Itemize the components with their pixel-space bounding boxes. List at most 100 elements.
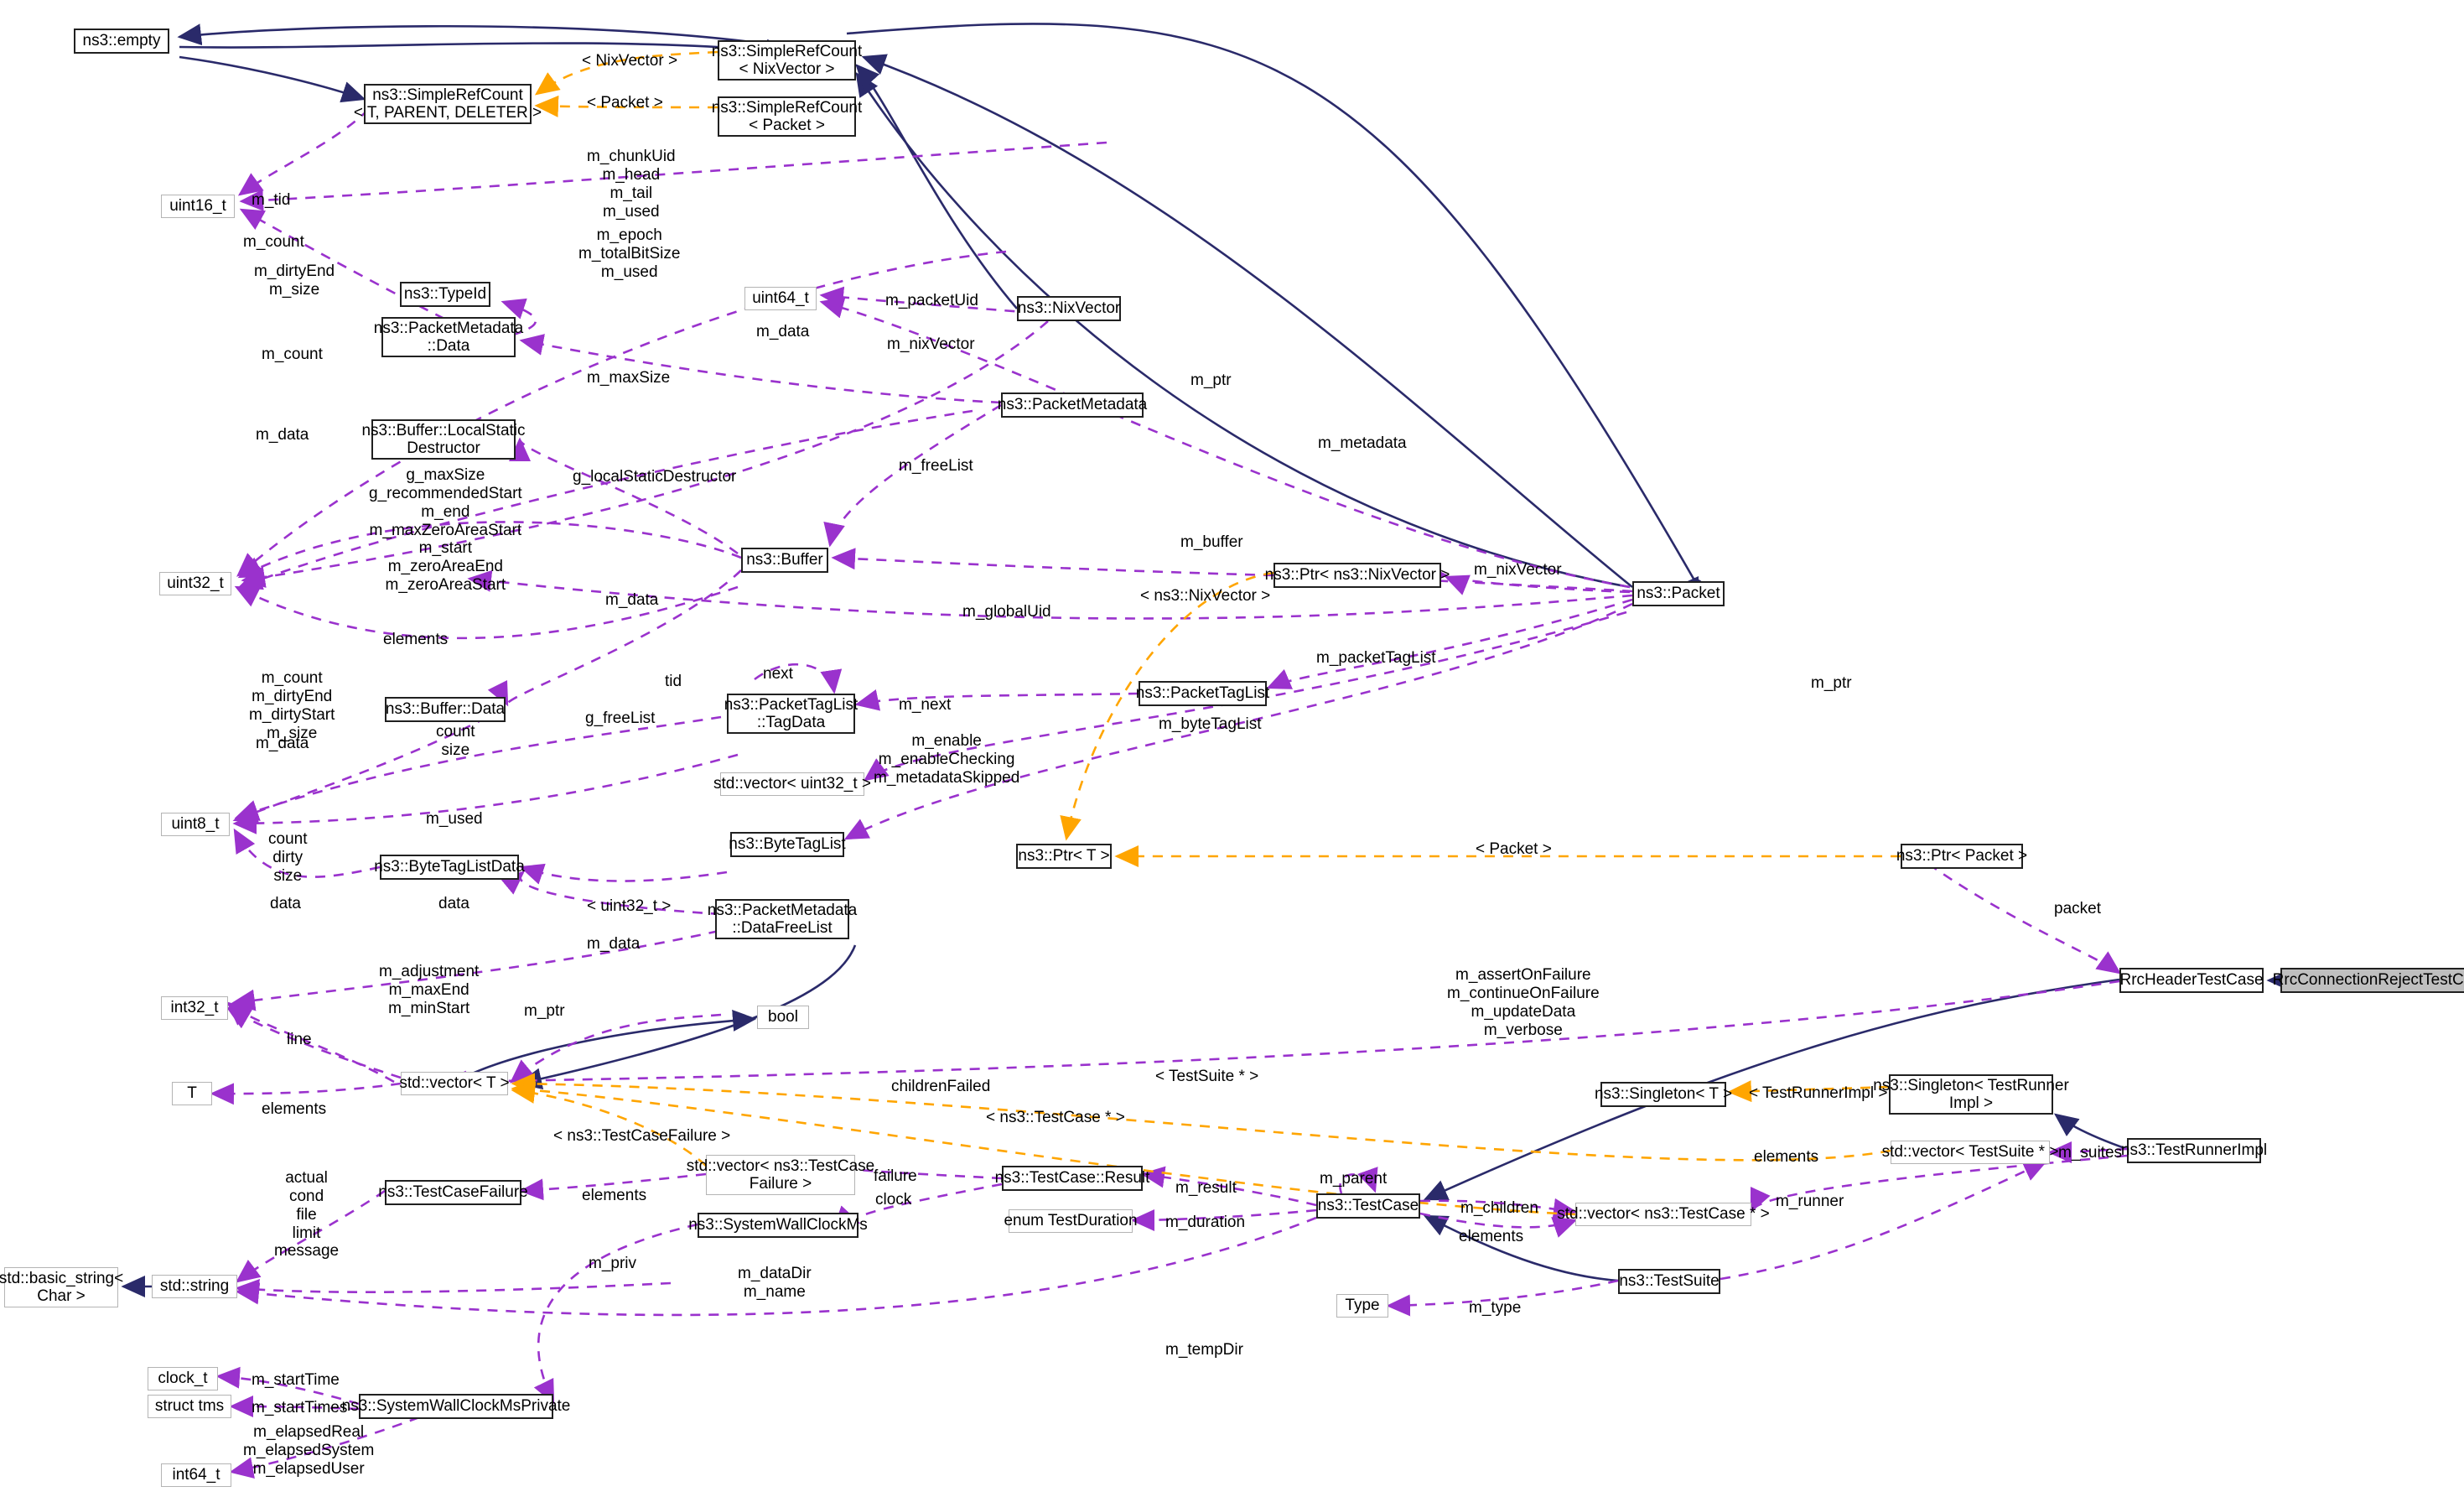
- node-uint64-t[interactable]: uint64_t: [744, 287, 817, 310]
- edge-label-m-ptr-2: m_ptr: [1811, 674, 1852, 692]
- node-label: ns3::PacketMetadata ::Data: [373, 319, 524, 355]
- edge-label-g-freelist: g_freeList: [585, 710, 656, 727]
- node-label: int64_t: [172, 1466, 220, 1484]
- edge-label-m-parent: m_parent: [1320, 1170, 1388, 1188]
- node-ns3-nixvector[interactable]: ns3::NixVector: [1017, 296, 1121, 321]
- node-label: ns3::Ptr< ns3::NixVector >: [1264, 566, 1450, 585]
- node-label: ns3::ByteTagList: [729, 835, 846, 854]
- node-ns3-ptr-packet[interactable]: ns3::Ptr< Packet >: [1896, 844, 2027, 869]
- node-ns3-testcase-result[interactable]: ns3::TestCase::Result: [995, 1166, 1149, 1191]
- node-ns3-bytetaglist[interactable]: ns3::ByteTagList: [729, 832, 846, 857]
- node-std-vector-uint32[interactable]: std::vector< uint32_t >: [713, 772, 871, 796]
- node-bool[interactable]: bool: [757, 1006, 809, 1029]
- node-ns3-packettaglist-tagdata[interactable]: ns3::PacketTagList ::TagData: [724, 694, 858, 734]
- node-label: clock_t: [158, 1370, 208, 1388]
- node-label: ns3::PacketMetadata: [997, 396, 1148, 414]
- edge-label-template-ns3-testcase-ptr: < ns3::TestCase * >: [986, 1109, 1125, 1126]
- node-ns3-singleton-t[interactable]: ns3::Singleton< T >: [1595, 1082, 1732, 1107]
- node-t-template-param[interactable]: T: [172, 1082, 212, 1105]
- edge-label-next: next: [763, 665, 793, 683]
- node-uint16-t[interactable]: uint16_t: [161, 195, 235, 218]
- node-label: ns3::Singleton< T >: [1594, 1085, 1733, 1104]
- node-ns3-testrunnerimpl[interactable]: ns3::TestRunnerImpl: [2121, 1138, 2267, 1163]
- edge-label-m-tid: m_tid: [252, 191, 291, 209]
- edge-label-childrenfailed: childrenFailed: [891, 1078, 991, 1095]
- node-ns3-typeid[interactable]: ns3::TypeId: [400, 282, 490, 307]
- edge-label-m-children: m_children: [1460, 1199, 1538, 1217]
- node-ns3-testcasefailure[interactable]: ns3::TestCaseFailure: [378, 1180, 528, 1205]
- node-ns3-testcase[interactable]: ns3::TestCase: [1316, 1193, 1420, 1219]
- edge-label-elapsed-group: m_elapsedReal m_elapsedSystem m_elapsedU…: [243, 1423, 375, 1478]
- edge-label-template-ns3-testcasefailure: < ns3::TestCaseFailure >: [553, 1127, 731, 1145]
- edge-label-m-duration: m_duration: [1165, 1214, 1246, 1231]
- node-ns3-simplerefcount-packet[interactable]: ns3::SimpleRefCount < Packet >: [712, 96, 862, 137]
- node-std-vector-testsuite-ptr[interactable]: std::vector< TestSuite * >: [1882, 1141, 2058, 1164]
- node-uint32-t[interactable]: uint32_t: [159, 572, 231, 595]
- node-label: ns3::Buffer: [746, 551, 823, 569]
- node-label: ns3::SystemWallClockMsPrivate: [341, 1397, 571, 1416]
- node-std-vector-testcase-ptr[interactable]: std::vector< ns3::TestCase * >: [1557, 1203, 1770, 1226]
- edge-label-m-priv: m_priv: [589, 1255, 637, 1272]
- node-label: RrcHeaderTestCase: [2119, 971, 2264, 990]
- edge-label-m-data-1: m_data: [756, 323, 810, 340]
- node-enum-testduration[interactable]: enum TestDuration: [1004, 1209, 1138, 1233]
- edge-label-elements-1: elements: [383, 631, 449, 648]
- node-ns3-packettaglist[interactable]: ns3::PacketTagList: [1136, 681, 1269, 706]
- edge-label-m-ptr-1: m_ptr: [1191, 372, 1232, 389]
- edge-label-assert-group: m_assertOnFailure m_continueOnFailure m_…: [1447, 966, 1600, 1039]
- edge-label-m-count-2: m_count: [262, 346, 323, 363]
- node-uint8-t[interactable]: uint8_t: [161, 813, 230, 836]
- edge-label-failure: failure: [874, 1167, 917, 1185]
- node-rrcconnectionrejecttestcase[interactable]: RrcConnectionRejectTestCase: [2273, 968, 2464, 993]
- node-label: std::vector< TestSuite * >: [1881, 1143, 2059, 1162]
- node-ns3-packetmetadata[interactable]: ns3::PacketMetadata: [998, 392, 1147, 418]
- edge-label-actual-group: actual cond file limit message: [274, 1169, 340, 1260]
- edge-label-enable-group: m_enable m_enableChecking m_metadataSkip…: [874, 732, 1020, 787]
- edge-label-count-dirty-size: count dirty size: [268, 830, 308, 885]
- node-clock-t[interactable]: clock_t: [148, 1367, 218, 1390]
- node-label: ns3::SystemWallClockMs: [688, 1216, 868, 1235]
- node-ns3-systemwallclockmsprivate[interactable]: ns3::SystemWallClockMsPrivate: [342, 1394, 570, 1419]
- node-struct-tms[interactable]: struct tms: [148, 1395, 231, 1418]
- node-label: ns3::Packet: [1637, 585, 1720, 603]
- edge-label-elements-5: elements: [1459, 1228, 1524, 1245]
- node-std-basic-string[interactable]: std::basic_string< Char >: [0, 1267, 123, 1307]
- node-rrcheadertestcase[interactable]: RrcHeaderTestCase: [2119, 968, 2264, 993]
- node-ns3-testsuite[interactable]: ns3::TestSuite: [1618, 1269, 1720, 1294]
- node-ns3-buffer-data[interactable]: ns3::Buffer::Data: [385, 697, 506, 722]
- node-std-vector-t[interactable]: std::vector< T >: [399, 1072, 510, 1095]
- node-ns3-packet[interactable]: ns3::Packet: [1632, 581, 1725, 606]
- node-ns3-packetmetadata-datafreelist[interactable]: ns3::PacketMetadata ::DataFreeList: [708, 899, 857, 939]
- node-label: std::vector< T >: [399, 1074, 510, 1093]
- node-int32-t[interactable]: int32_t: [161, 996, 228, 1020]
- node-ns3-simplerefcount-t[interactable]: ns3::SimpleRefCount < T, PARENT, DELETER…: [354, 84, 542, 124]
- edge-label-elements-3: elements: [1754, 1148, 1819, 1166]
- node-std-vector-testcasefailure[interactable]: std::vector< ns3::TestCase Failure >: [687, 1155, 874, 1195]
- node-label: Type: [1345, 1297, 1380, 1315]
- node-ns3-empty[interactable]: ns3::empty: [74, 29, 169, 54]
- node-ns3-singleton-testrunnerimpl[interactable]: ns3::Singleton< TestRunner Impl >: [1873, 1074, 2069, 1115]
- node-std-string[interactable]: std::string: [152, 1275, 237, 1298]
- node-ns3-packetmetadata-data[interactable]: ns3::PacketMetadata ::Data: [374, 317, 523, 357]
- edge-label-m-type: m_type: [1469, 1299, 1522, 1317]
- edge-label-m-freelist: m_freeList: [899, 457, 973, 475]
- node-ns3-ptr-t[interactable]: ns3::Ptr< T >: [1016, 844, 1112, 869]
- node-ns3-buffer[interactable]: ns3::Buffer: [741, 548, 828, 573]
- edge-label-adjustment-group: m_adjustment m_maxEnd m_minStart: [379, 963, 480, 1017]
- edge-label-datadir-name: m_dataDir m_name: [738, 1265, 812, 1301]
- edge-label-data-2: data: [438, 895, 469, 912]
- node-type-enum[interactable]: Type: [1336, 1294, 1388, 1318]
- node-ns3-ptr-nixvector[interactable]: ns3::Ptr< ns3::NixVector >: [1265, 563, 1450, 588]
- node-ns3-bytetaglistdata[interactable]: ns3::ByteTagListData: [374, 855, 525, 880]
- node-label: ns3::Ptr< Packet >: [1896, 847, 2028, 865]
- node-label: ns3::SimpleRefCount < NixVector >: [711, 42, 863, 78]
- node-label: uint32_t: [167, 574, 224, 593]
- node-ns3-systemwallclockms[interactable]: ns3::SystemWallClockMs: [688, 1213, 868, 1238]
- node-int64-t[interactable]: int64_t: [161, 1463, 231, 1487]
- node-label: bool: [768, 1008, 798, 1027]
- node-ns3-simplerefcount-nixvector[interactable]: ns3::SimpleRefCount < NixVector >: [712, 40, 862, 81]
- edge-label-m-data-2: m_data: [256, 426, 309, 444]
- edge-label-packet: packet: [2054, 900, 2101, 917]
- node-ns3-buffer-localstaticdestructor[interactable]: ns3::Buffer::LocalStatic Destructor: [361, 419, 526, 460]
